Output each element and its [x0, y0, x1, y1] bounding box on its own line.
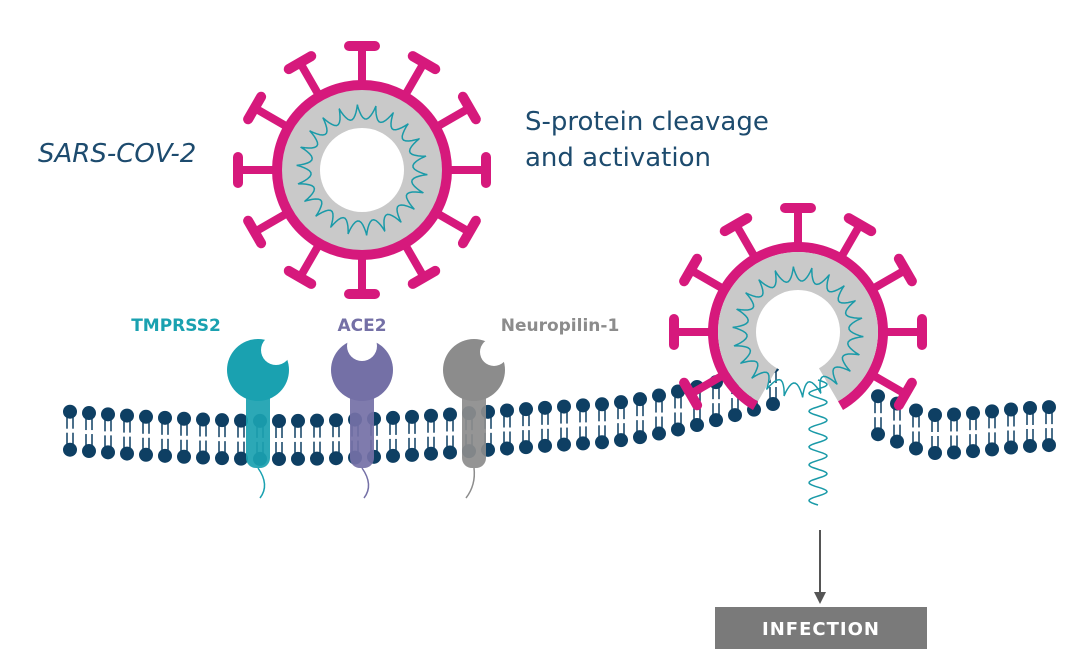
infection-box — [715, 607, 927, 649]
cell-membrane — [63, 359, 1056, 466]
fusing-virus-icon — [669, 203, 927, 506]
down-arrow-icon — [814, 530, 826, 604]
receptor-label-tmprss2: TMPRSS2 — [131, 316, 221, 336]
virus-particle-icon — [233, 41, 491, 299]
receptor-2 — [443, 338, 508, 499]
receptor-label-neuropilin: Neuropilin-1 — [501, 316, 620, 336]
receptor-0 — [227, 335, 291, 499]
step-label-line1: S-protein cleavage — [525, 107, 769, 137]
infection-label: INFECTION — [762, 619, 880, 640]
receptor-label-ace2: ACE2 — [337, 316, 386, 336]
receptor-icons — [227, 331, 508, 499]
virus-label: SARS-COV-2 — [38, 139, 196, 169]
step-label-line2: and activation — [525, 143, 711, 173]
receptor-1 — [331, 331, 393, 499]
